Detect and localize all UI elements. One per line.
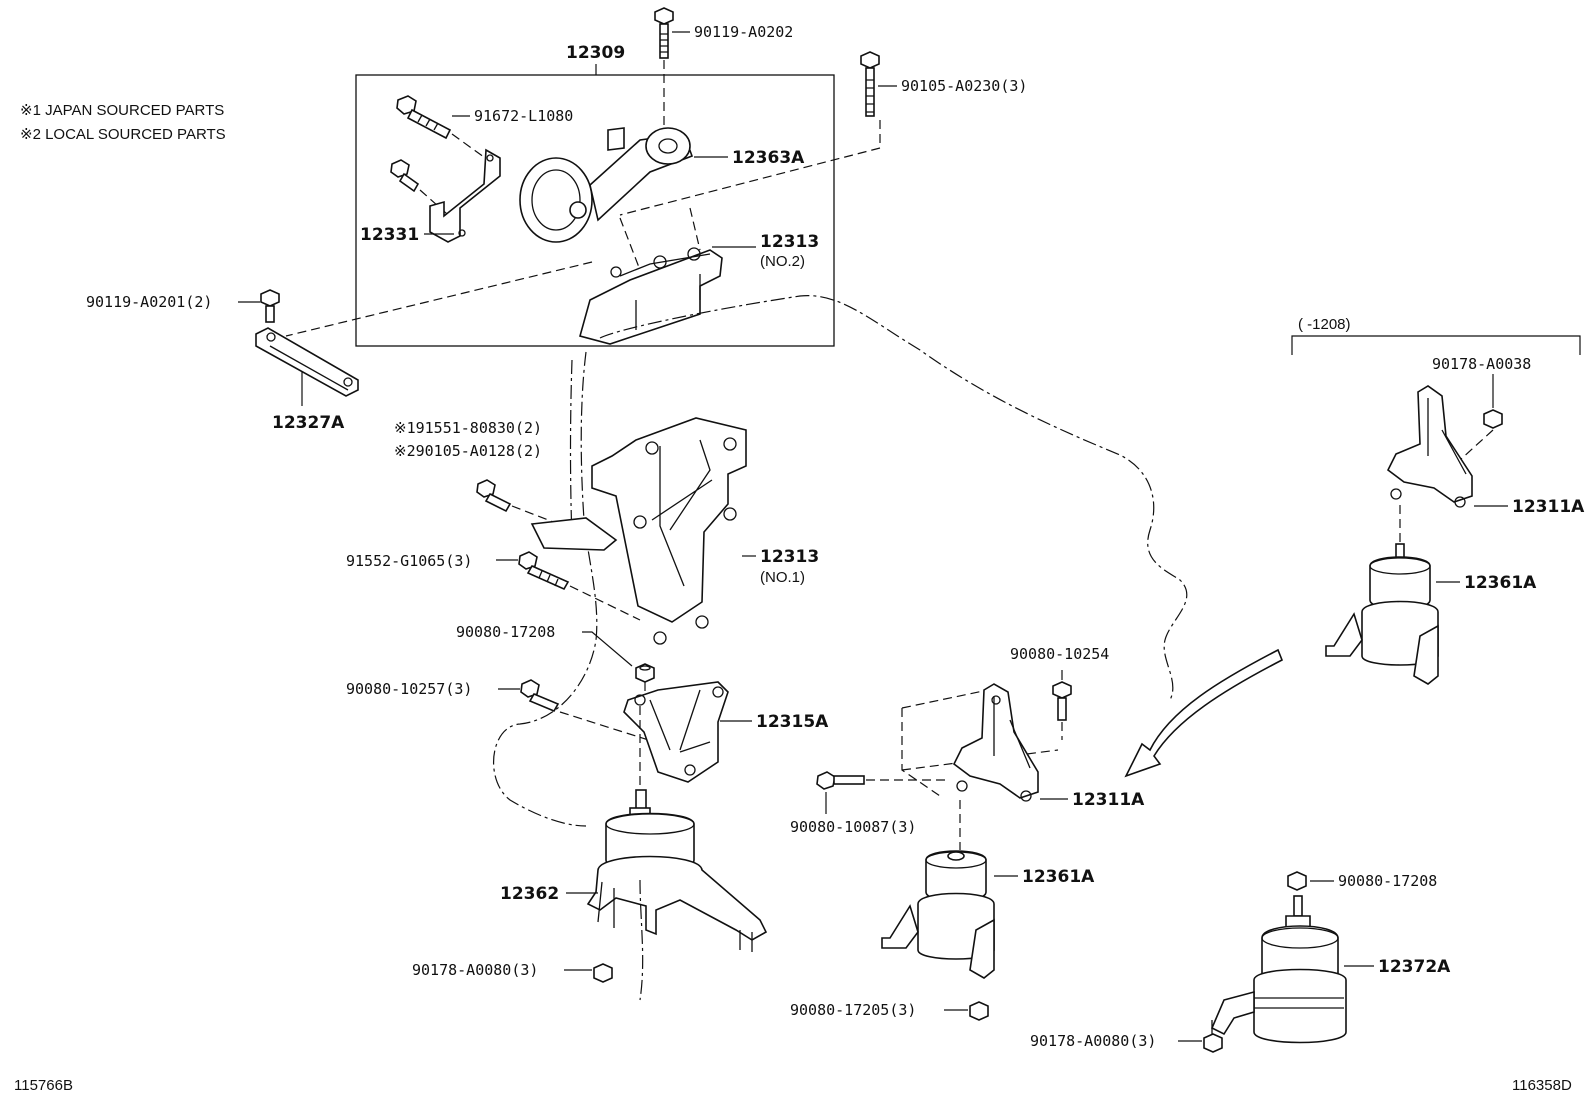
mount-12361A-right xyxy=(1325,543,1439,685)
figure-id-right: 116358D xyxy=(1512,1077,1572,1094)
label-12361A-right[interactable]: 12361A xyxy=(1464,573,1537,593)
bolt-90105-A0230-icon xyxy=(860,51,880,117)
label-12372A[interactable]: 12372A xyxy=(1378,957,1451,977)
bolt-90080-10254-icon xyxy=(1052,681,1072,721)
label-90178-A0080-left[interactable]: 90178-A0080(3) xyxy=(412,961,538,979)
label-90080-17205[interactable]: 90080-17205(3) xyxy=(790,1001,916,1019)
label-12311A-right[interactable]: 12311A xyxy=(1512,497,1585,517)
mount-12372A xyxy=(1210,895,1347,1044)
bolt-91672-L1080-icon xyxy=(396,95,452,140)
note-local-sourced: ※2 LOCAL SOURCED PARTS xyxy=(20,126,226,143)
direction-arrow-icon xyxy=(1124,648,1284,778)
label-12315A[interactable]: 12315A xyxy=(756,712,829,732)
nut-90080-17208-left-icon xyxy=(635,663,655,683)
rod-12327A xyxy=(255,327,359,397)
bracket-12311A-mid xyxy=(952,683,1039,802)
label-12362[interactable]: 12362 xyxy=(500,884,559,904)
label-12363A[interactable]: 12363A xyxy=(732,148,805,168)
bracket-12311A-right xyxy=(1386,385,1473,508)
label-90178-A0038[interactable]: 90178-A0038 xyxy=(1432,355,1531,373)
range-bracket xyxy=(1291,335,1581,355)
bolt-90080-10087-icon xyxy=(816,771,865,790)
bolt-91552-G1065-icon xyxy=(518,551,570,591)
label-12313-no2[interactable]: 12313 xyxy=(760,232,819,252)
label-90080-17208-left[interactable]: 90080-17208 xyxy=(456,623,555,641)
bracket-12313-no2 xyxy=(579,247,723,345)
engine-outline xyxy=(599,295,1188,701)
bracket-12331 xyxy=(429,148,501,243)
label-range: ( -1208) xyxy=(1298,316,1351,333)
label-90105-A0230[interactable]: 90105-A0230(3) xyxy=(901,77,1027,95)
label-90119-A0201[interactable]: 90119-A0201(2) xyxy=(86,293,212,311)
label-12331[interactable]: 12331 xyxy=(360,225,419,245)
label-12313-no1[interactable]: 12313 xyxy=(760,547,819,567)
bolt-90119-A0201-icon xyxy=(260,289,280,323)
label-90080-10087[interactable]: 90080-10087(3) xyxy=(790,818,916,836)
bolt-90119-A0202-icon xyxy=(654,7,674,59)
bolt-small-icon xyxy=(390,159,420,193)
note-japan-sourced: ※1 JAPAN SOURCED PARTS xyxy=(20,102,224,119)
label-90080-17208-right[interactable]: 90080-17208 xyxy=(1338,872,1437,890)
nut-90178-A0080-left-icon xyxy=(593,963,613,983)
torque-rod-12363A xyxy=(519,127,694,243)
nut-90080-17205-icon xyxy=(969,1001,989,1021)
label-91552-G1065[interactable]: 91552-G1065(3) xyxy=(346,552,472,570)
figure-id-left: 115766B xyxy=(14,1077,73,1094)
assembly-box-12309 xyxy=(355,74,835,347)
nut-90080-17208-right-icon xyxy=(1287,871,1307,891)
label-12327A[interactable]: 12327A xyxy=(272,413,345,433)
label-90105-A0128[interactable]: ※290105-A0128(2) xyxy=(394,442,542,460)
label-12311A-mid[interactable]: 12311A xyxy=(1072,790,1145,810)
mount-12361A-mid xyxy=(881,850,995,979)
label-91551-80830[interactable]: ※191551-80830(2) xyxy=(394,419,542,437)
label-90080-10257[interactable]: 90080-10257(3) xyxy=(346,680,472,698)
bolt-91551-80830-icon xyxy=(476,479,512,513)
mount-12362 xyxy=(586,789,768,952)
label-12313-no1-sub: (NO.1) xyxy=(760,569,805,586)
label-90178-A0080-right[interactable]: 90178-A0080(3) xyxy=(1030,1032,1156,1050)
bracket-12315A xyxy=(623,681,729,783)
label-91672-L1080[interactable]: 91672-L1080 xyxy=(474,107,573,125)
nut-90178-A0080-right-icon xyxy=(1203,1033,1223,1053)
label-12361A-mid[interactable]: 12361A xyxy=(1022,867,1095,887)
label-12313-no2-sub: (NO.2) xyxy=(760,253,805,270)
nut-90178-A0038-icon xyxy=(1483,409,1503,429)
bracket-12313-no1 xyxy=(530,417,747,645)
label-12309[interactable]: 12309 xyxy=(566,43,625,63)
bolt-90080-10257-icon xyxy=(520,679,560,713)
label-90080-10254[interactable]: 90080-10254 xyxy=(1010,645,1109,663)
label-90119-A0202[interactable]: 90119-A0202 xyxy=(694,23,793,41)
